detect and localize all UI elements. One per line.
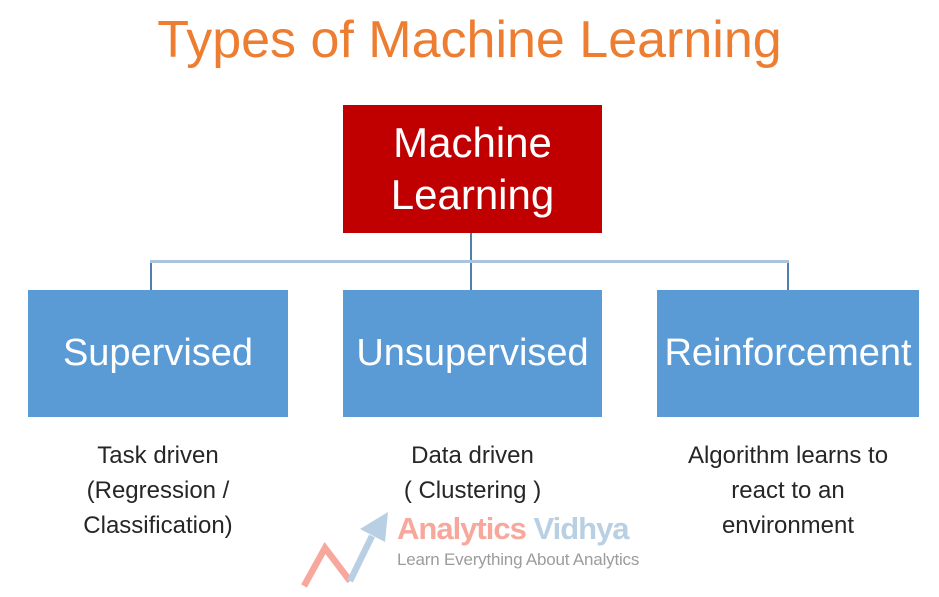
node-label: Supervised: [62, 332, 254, 374]
connector-drop-unsupervised: [470, 263, 472, 290]
description-supervised: Task driven (Regression / Classification…: [18, 438, 298, 543]
connector-drop-supervised: [150, 263, 152, 290]
node-label: Reinforcement: [664, 332, 912, 374]
description-line: Algorithm learns to: [687, 442, 889, 469]
node-reinforcement: Reinforcement: [657, 290, 919, 417]
logo-tagline: Learn Everything About Analytics: [397, 550, 640, 569]
node-unsupervised: Unsupervised: [343, 290, 602, 417]
node-label: Unsupervised: [356, 332, 589, 374]
trend-arrow-icon: [301, 512, 388, 588]
logo-brand: Analytics Vidhya: [397, 512, 639, 546]
logo-text: Analytics Vidhya Learn Everything About …: [397, 506, 639, 570]
connector-drop-reinforcement: [787, 263, 789, 290]
page-title: Types of Machine Learning: [157, 11, 782, 69]
description-line: Task driven: [97, 442, 219, 469]
node-machine-learning: Machine Learning: [343, 105, 602, 233]
description-line: ( Clustering ): [403, 477, 542, 504]
description-unsupervised: Data driven ( Clustering ): [333, 438, 612, 508]
description-reinforcement: Algorithm learns to react to an environm…: [647, 438, 929, 543]
description-line: Classification): [83, 512, 233, 539]
description-line: react to an: [731, 477, 845, 504]
analytics-vidhya-logo: Analytics Vidhya Learn Everything About …: [300, 506, 639, 591]
description-line: environment: [721, 512, 855, 539]
logo-brand-analytics: Analytics: [397, 511, 527, 546]
description-line: Data driven: [411, 442, 534, 469]
node-supervised: Supervised: [28, 290, 288, 417]
node-label: Machine Learning: [390, 118, 555, 219]
logo-brand-vidhya: Vidhya: [533, 511, 629, 546]
description-line: (Regression /: [86, 477, 230, 504]
connector-root-stub: [470, 233, 472, 262]
connector-horizontal-bar: [150, 260, 789, 263]
